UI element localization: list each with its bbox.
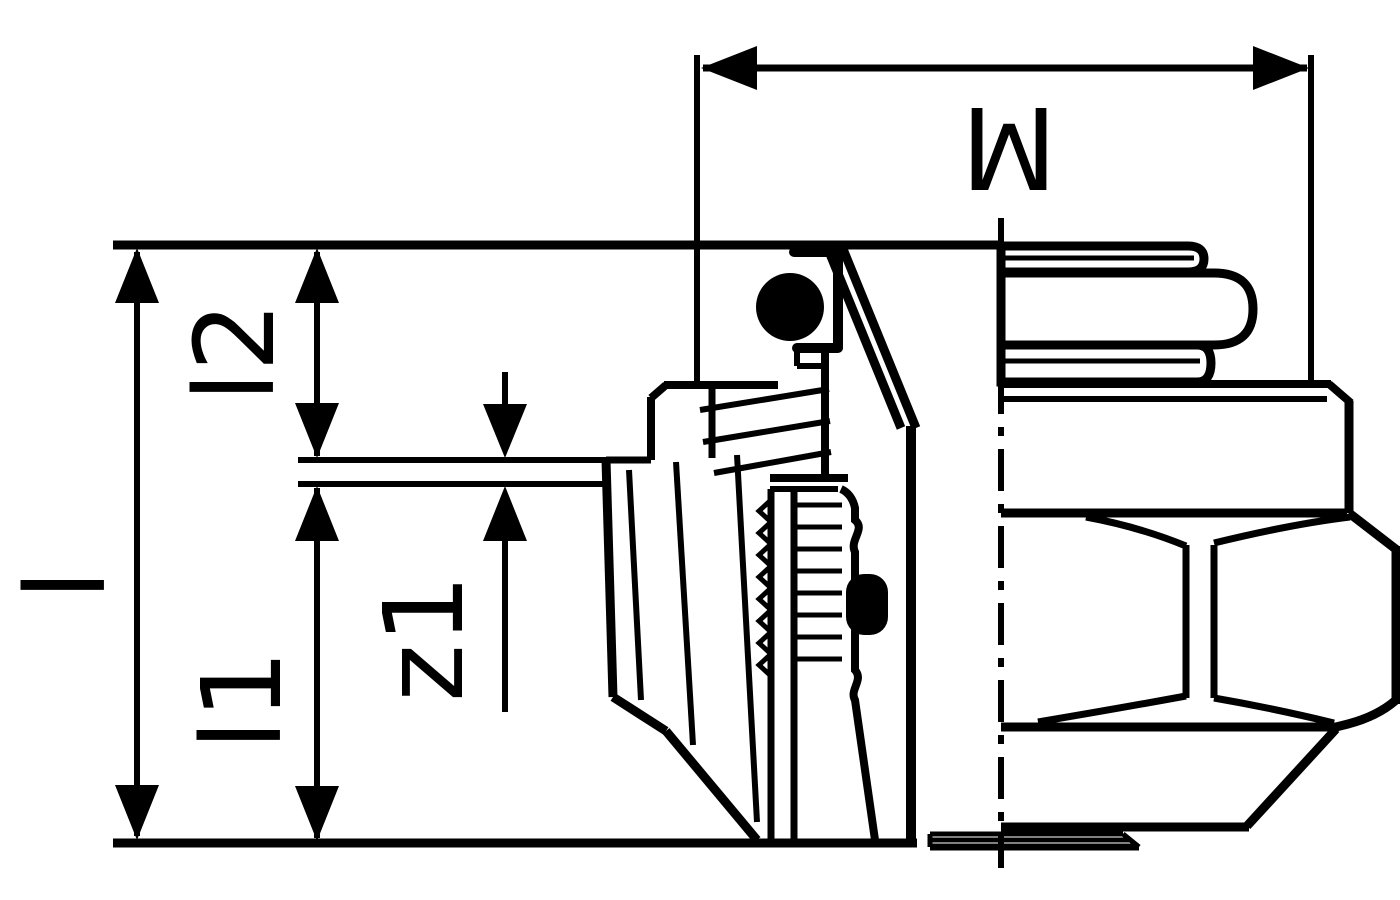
fitting-external-right-half [927,241,1400,851]
cone-outer-diagonal-1 [823,247,906,430]
bore-interface-curve [839,485,879,841]
section-body-left-edge [601,459,618,698]
fitting-section-left-half [601,247,921,843]
nut-bottom-cone-chamfer [1243,725,1340,830]
l2-arrowhead-top [295,248,339,303]
l-arrowhead-top [115,248,159,303]
l2-arrowhead-bottom [295,403,339,458]
m-arrowhead-right [1253,46,1309,90]
o-ring-seal [756,273,824,341]
hex-corner-top-chamfer [1346,509,1400,554]
l1-arrowhead-bottom [295,786,339,841]
press-spiral-line-3 [713,449,832,476]
dimension-l2 [295,248,339,458]
m-arrowhead-left [701,46,757,90]
section-collar-chamfer [648,381,669,402]
l-arrowhead-bottom [115,785,159,840]
bottom-lip [927,831,1141,851]
dim-label-l2: l2 [171,302,299,403]
z1-arrowhead-up [483,486,527,541]
cone-outer-diagonal-2 [838,247,921,430]
nut-collar-chamfer [1326,380,1354,407]
dim-label-m: M [961,81,1058,211]
dimension-m [694,46,1314,384]
dim-label-l1: l1 [178,650,306,751]
bottom-lip-chamfer [1121,832,1141,849]
section-inner-diagonal-3 [734,454,760,823]
hex-flat-bottom-curve-right [1213,694,1335,727]
section-inner-diagonal-1 [626,469,644,701]
thread-serration-zigzag [755,498,775,678]
dimension-l1 [295,486,339,841]
dimension-l [115,248,159,840]
pipe-bead-2-outline [996,268,1258,350]
dimension-z1 [483,372,527,712]
dim-label-z1: z1 [360,574,488,702]
reference-lines [113,240,1001,848]
press-spiral-line-1 [699,386,830,413]
hex-corner-bottom-chamfer [1334,696,1399,732]
section-body-chamfer [610,693,669,735]
thread-crest-lines [796,502,842,662]
section-body-bottom-diagonal [662,728,761,843]
press-spiral-line-2 [702,418,831,445]
l1-arrowhead-top [295,486,339,541]
hex-flat-top-curve-right [1213,513,1351,547]
section-inner-diagonal-2 [673,461,696,746]
dim-label-l: l [2,570,130,601]
hex-flat-bottom-curve-left [1037,692,1187,726]
hex-flat-top-curve-left [1085,513,1188,550]
z1-arrowhead-down [483,404,527,458]
